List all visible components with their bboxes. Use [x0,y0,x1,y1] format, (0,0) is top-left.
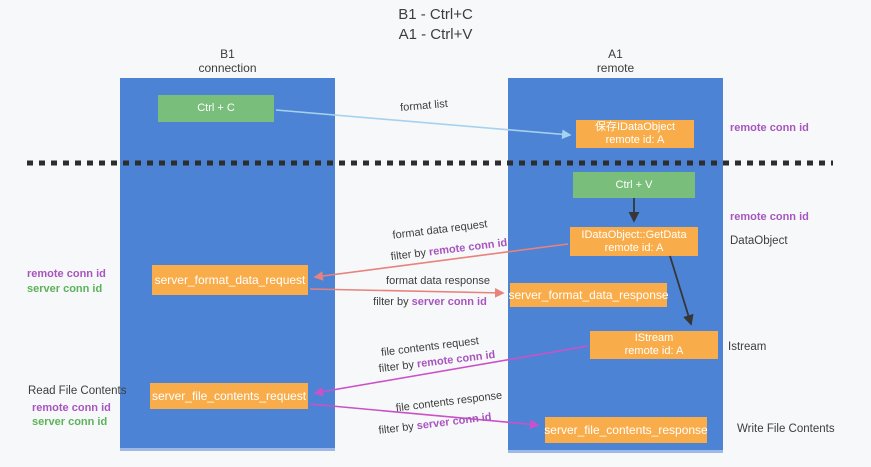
diagram-title-line1: B1 - Ctrl+C [398,6,473,23]
annotation-right-save-remote-conn-id: remote conn id [730,122,809,134]
node-server-format-data-response-label: server_format_data_response [508,287,669,302]
node-istream-line1: IStream [634,332,674,344]
node-server-format-data-request-label: server_format_data_request [154,272,306,287]
lane-right-title: A1 [608,47,623,61]
node-ctrl-v-label: Ctrl + V [615,178,653,191]
flow-label-format-request-title: format data request [391,218,489,242]
node-server-file-contents-response-label: server_file_contents_response [544,422,708,437]
node-server-format-data-request: server_format_data_request [152,265,308,295]
flow-label-format-request-filter-key: remote conn id [428,236,508,259]
node-ctrl-c: Ctrl + C [158,95,274,122]
lane-header-left: B1 connection [120,47,335,75]
node-ctrl-c-label: Ctrl + C [197,102,235,114]
lane-left-title: B1 [220,47,235,61]
annotation-left-file-remote-conn-id: remote conn id [32,402,111,414]
node-save-idataobject-line1: 保存IDataObject [594,121,676,133]
node-istream: IStream remote id: A [590,331,718,359]
node-idataobject-getdata: IDataObject::GetData remote id: A [570,227,698,256]
flow-label-format-request-filter-prefix: filter by [390,246,427,264]
annotation-left-format-remote-conn-id: remote conn id [27,268,106,280]
annotation-left-format-server-conn-id: server conn id [27,283,103,295]
flow-label-file-request-filter-prefix: filter by [378,358,415,376]
lane-left-subtitle: connection [198,61,257,75]
annotation-dataobject: DataObject [730,235,788,247]
node-server-file-contents-request: server_file_contents_request [150,383,308,409]
lane-header-right: A1 remote [508,47,723,75]
annotation-right-getdata-remote-conn-id: remote conn id [730,211,809,223]
node-idataobject-getdata-line1: IDataObject::GetData [581,228,687,241]
flow-label-format-response-filter-key: server conn id [411,296,487,308]
node-istream-line2: remote id: A [624,345,684,357]
annotation-left-file-server-conn-id: server conn id [32,416,108,428]
lane-right-subtitle: remote [596,61,635,75]
node-save-idataobject-line2: remote id: A [605,134,665,146]
annotation-istream: Istream [728,341,767,353]
flow-label-file-response-filter-prefix: filter by [377,420,415,437]
flow-label-format-response-filter-prefix: filter by [373,296,409,308]
diagram-title-line2: A1 - Ctrl+V [398,26,473,43]
node-idataobject-getdata-line2: remote id: A [604,241,664,254]
flow-label-format-response-title: format data response [386,275,490,287]
node-save-idataobject: 保存IDataObject remote id: A [576,120,694,148]
node-server-file-contents-request-label: server_file_contents_request [151,388,307,403]
node-server-format-data-response: server_format_data_response [508,283,669,307]
flow-label-format-list: format list [399,97,449,115]
diagram-title: B1 - Ctrl+C A1 - Ctrl+V [0,5,871,45]
flow-label-file-response-filter-key: server conn id [416,411,493,433]
node-server-file-contents-response: server_file_contents_response [544,417,708,443]
node-ctrl-v: Ctrl + V [573,172,695,198]
annotation-write-file-contents: Write File Contents [737,423,835,435]
annotation-read-file-contents: Read File Contents [28,385,127,397]
